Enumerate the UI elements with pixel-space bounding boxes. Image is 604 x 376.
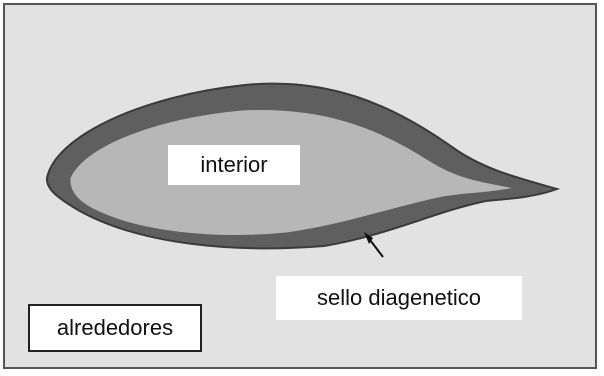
seal-label-box: sello diagenetico bbox=[276, 276, 522, 320]
seal-pointer-arrowhead bbox=[364, 232, 373, 244]
surroundings-label: alrededores bbox=[56, 315, 174, 340]
seal-label: sello diagenetico bbox=[317, 285, 481, 310]
interior-label: interior bbox=[200, 152, 268, 177]
surroundings-label-box: alrededores bbox=[28, 304, 202, 352]
interior-label-box: interior bbox=[168, 145, 300, 185]
